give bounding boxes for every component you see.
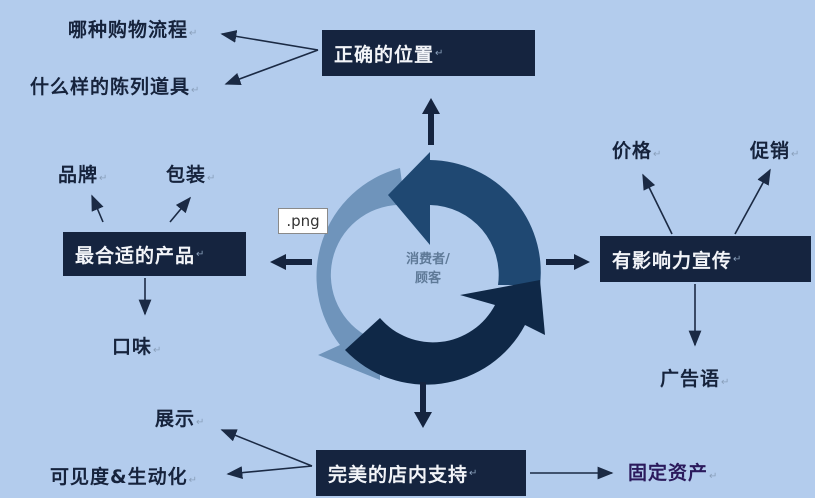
center-label: 消费者/ 顾客 bbox=[392, 250, 464, 288]
label-packaging: 包装 bbox=[166, 160, 216, 187]
label-fixed-assets: 固定资产 bbox=[628, 458, 718, 485]
cycle-ring bbox=[316, 152, 545, 385]
label-visibility: 可见度&生动化 bbox=[50, 462, 198, 489]
label-flavor: 口味 bbox=[112, 332, 162, 359]
direction-arrows bbox=[270, 98, 590, 428]
box-best-product: 最合适的产品 bbox=[63, 232, 246, 276]
label-shopping-process: 哪种购物流程 bbox=[68, 15, 198, 42]
box-correct-position: 正确的位置 bbox=[322, 30, 535, 76]
center-label-line1: 消费者/ bbox=[406, 252, 450, 267]
label-slogan: 广告语 bbox=[660, 364, 730, 391]
connector-arrows bbox=[91, 30, 771, 480]
box-effective-promotion: 有影响力宣传 bbox=[600, 236, 811, 282]
cycle-arrow-dark bbox=[345, 280, 545, 385]
label-display: 展示 bbox=[155, 404, 205, 431]
cycle-arrow-mid bbox=[388, 152, 541, 285]
label-sales-promotion: 促销 bbox=[750, 136, 800, 163]
cycle-arrow-light bbox=[316, 168, 405, 380]
label-brand: 品牌 bbox=[58, 160, 108, 187]
center-label-line2: 顾客 bbox=[414, 271, 441, 286]
box-instore-support: 完美的店内支持 bbox=[316, 450, 526, 496]
label-price: 价格 bbox=[612, 136, 662, 163]
label-display-props: 什么样的陈列道具 bbox=[30, 72, 200, 99]
image-filename-tooltip: .png bbox=[278, 208, 328, 234]
